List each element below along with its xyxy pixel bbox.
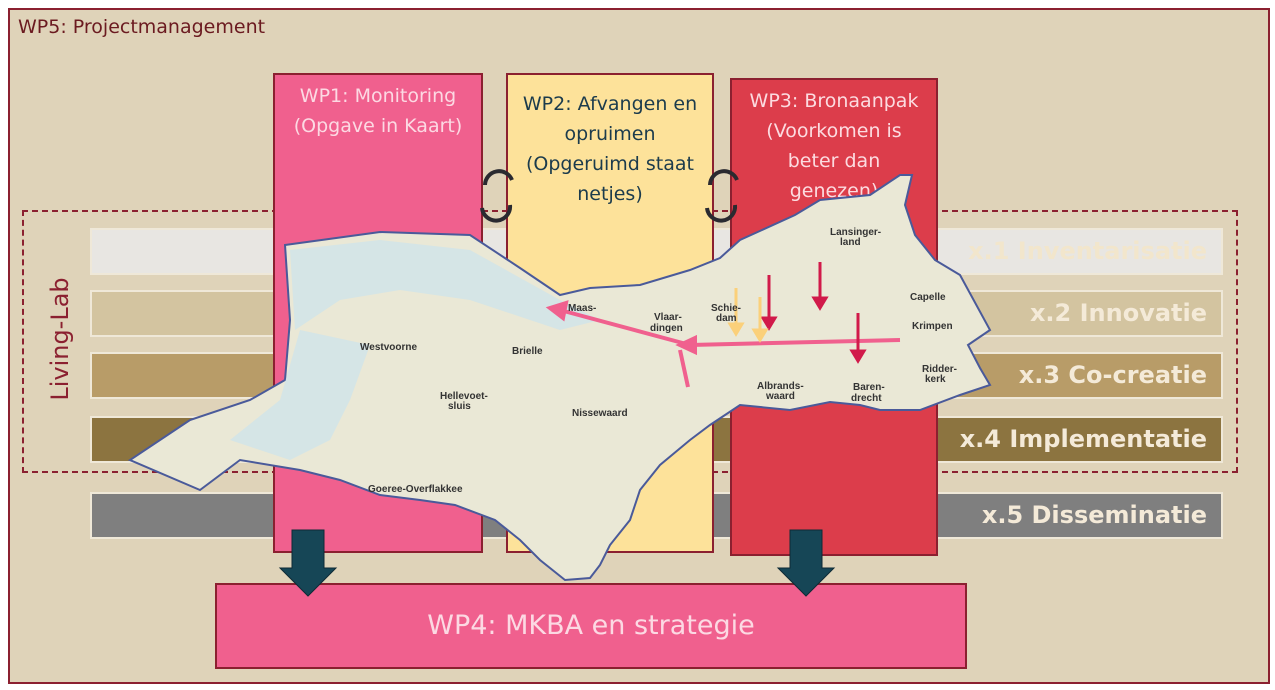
svg-text:sluis: sluis xyxy=(448,401,471,412)
svg-text:Krimpen: Krimpen xyxy=(912,321,953,332)
svg-text:Maas-: Maas- xyxy=(568,303,596,314)
wp2-subtitle-2: netjes) xyxy=(577,183,643,205)
flow-arrows xyxy=(545,300,901,388)
water-area xyxy=(230,240,600,460)
down-arrow-icon xyxy=(278,529,836,597)
svg-text:Ridder-: Ridder- xyxy=(922,364,957,375)
wp3-subtitle-2: beter dan xyxy=(787,150,881,172)
wp2-subtitle: (Opgeruimd staat xyxy=(525,153,694,175)
svg-text:Westvoorne: Westvoorne xyxy=(360,342,417,353)
svg-text:Vlaar-: Vlaar- xyxy=(654,312,682,323)
wp2-title: WP2: Afvangen en xyxy=(522,93,698,115)
cycle-icon xyxy=(480,169,739,223)
svg-text:Goeree-Overflakkee: Goeree-Overflakkee xyxy=(368,484,463,495)
svg-text:Capelle: Capelle xyxy=(910,292,946,303)
svg-text:Brielle: Brielle xyxy=(512,346,543,357)
svg-text:Lansinger-: Lansinger- xyxy=(830,227,881,238)
svg-text:drecht: drecht xyxy=(851,393,882,404)
svg-text:waard: waard xyxy=(765,391,795,402)
svg-text:dingen: dingen xyxy=(650,323,683,334)
wp3-subtitle: (Voorkomen is xyxy=(766,120,902,142)
wp1-subtitle: (Opgave in Kaart) xyxy=(293,115,463,137)
wp1-title: WP1: Monitoring xyxy=(299,85,457,107)
svg-text:dam: dam xyxy=(716,313,737,324)
svg-text:kerk: kerk xyxy=(925,374,946,385)
svg-text:Schie-: Schie- xyxy=(711,303,741,314)
wp5-title: WP5: Projectmanagement xyxy=(18,16,266,38)
svg-text:Nissewaard: Nissewaard xyxy=(572,408,628,419)
svg-text:land: land xyxy=(840,237,861,248)
wp4-box: WP4: MKBA en strategie xyxy=(215,583,967,669)
svg-text:Hellevoet-: Hellevoet- xyxy=(440,391,488,402)
wp2-title-2: opruimen xyxy=(564,123,656,145)
wp3-title: WP3: Bronaanpak xyxy=(749,90,919,112)
source-arrows xyxy=(727,262,867,364)
svg-text:Baren-: Baren- xyxy=(853,382,885,393)
svg-text:Albrands-: Albrands- xyxy=(757,381,804,392)
